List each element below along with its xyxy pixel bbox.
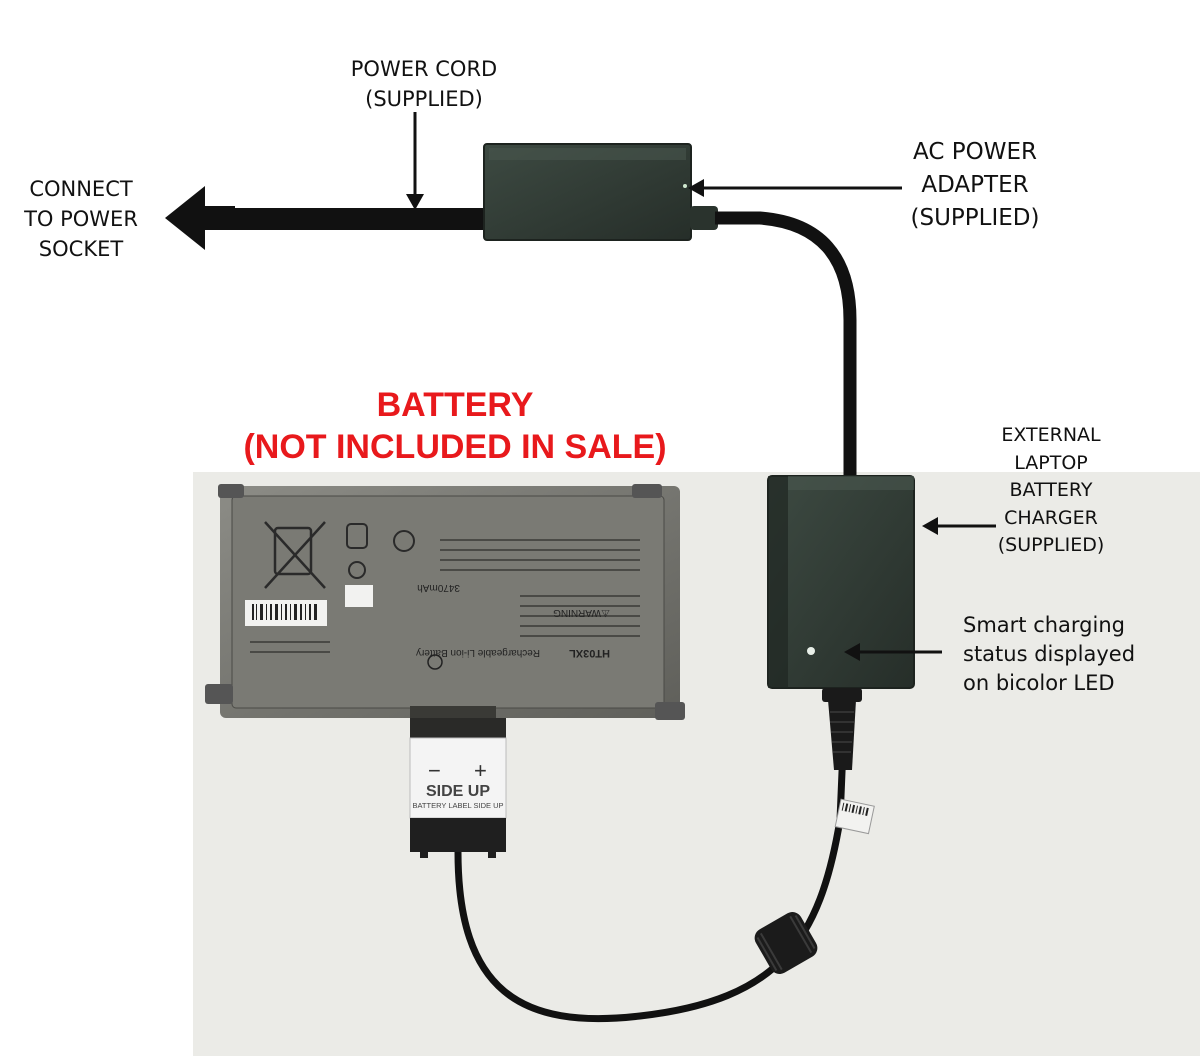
plug-side-up: SIDE UP — [426, 783, 490, 800]
battery-photo: Rechargeable Li-ion Battery HT03XL ⚠WARN… — [205, 484, 685, 722]
label-smart-charging: Smart charging status displayed on bicol… — [963, 613, 1136, 695]
pointer-arrows — [406, 112, 996, 661]
charger-output-cable — [454, 699, 849, 1023]
label-external-charger: EXTERNAL LAPTOP BATTERY CHARGER (SUPPLIE… — [997, 424, 1105, 556]
status-led — [807, 647, 815, 655]
plug-plus-sign: + — [474, 758, 487, 783]
battery-capacity-text: 3470mAh — [417, 582, 460, 593]
connect-arrow-icon — [165, 186, 235, 250]
label-ac-adapter: AC POWER ADAPTER (SUPPLIED) — [910, 139, 1040, 231]
ac-adapter — [483, 143, 718, 241]
ferrite-bead — [754, 912, 818, 974]
label-connect-socket: CONNECT TO POWER SOCKET — [24, 177, 138, 261]
dc-cable — [715, 211, 857, 476]
power-cord — [165, 186, 490, 250]
battery-plug: − + SIDE UP BATTERY LABEL SIDE UP — [409, 718, 507, 858]
recycle-bin-crossed-icon — [264, 521, 326, 589]
ground-mark-icon — [393, 530, 415, 552]
plug-label-side-up: BATTERY LABEL SIDE UP — [412, 801, 503, 810]
battery-warning-text: ⚠WARNING — [553, 607, 610, 618]
hp-logo-icon — [427, 654, 443, 670]
c-tick-mark-icon — [348, 561, 366, 579]
plug-minus-sign: − — [428, 758, 441, 783]
label-power-cord: POWER CORD (SUPPLIED) — [350, 57, 498, 111]
battery-title: BATTERY (NOT INCLUDED IN SALE) — [243, 386, 667, 466]
battery-type-text: Rechargeable Li-ion Battery — [416, 647, 540, 658]
external-charger — [767, 475, 915, 770]
cert-mark-icon — [346, 523, 368, 549]
battery-model-text: HT03XL — [569, 647, 610, 659]
